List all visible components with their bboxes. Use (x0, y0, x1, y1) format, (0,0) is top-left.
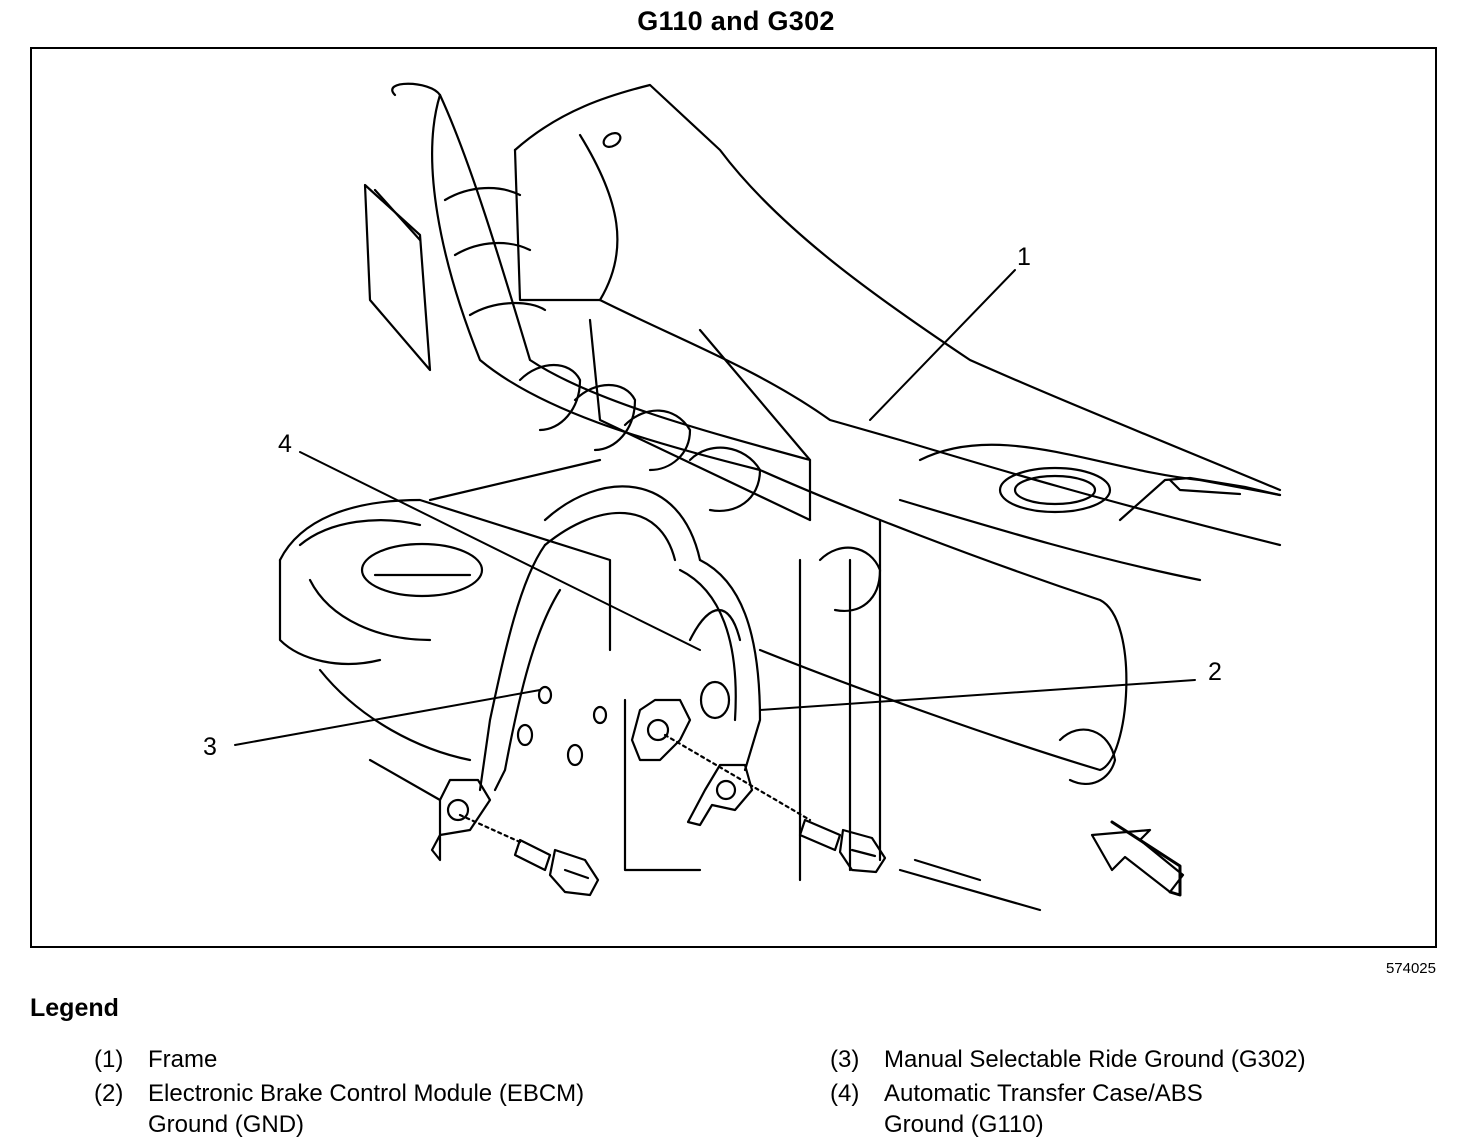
ground-strap-right (630, 558, 762, 827)
legend-number: (2) (94, 1080, 124, 1107)
diagram-figure: 1 2 3 4 (30, 47, 1437, 948)
diagram-title: G110 and G302 (637, 6, 835, 36)
legend-number: (3) (830, 1046, 860, 1073)
mounting-holes (516, 685, 608, 767)
bracket-plate (363, 183, 432, 372)
legend-label-continued: Ground (G110) (884, 1111, 1044, 1138)
legend-label: Manual Selectable Ride Ground (G302) (884, 1046, 1306, 1073)
callout-4: 4 (278, 430, 292, 458)
leader-lines (234, 269, 1196, 746)
legend-label: Automatic Transfer Case/ABS (884, 1080, 1203, 1107)
legend-number: (1) (94, 1046, 124, 1073)
legend-label: Frame (148, 1046, 218, 1073)
crossmember-opening (360, 542, 484, 598)
frame-hole (602, 132, 622, 148)
legend-label-continued: Ground (GND) (148, 1111, 305, 1138)
crossmember (278, 458, 882, 882)
wire-harness (391, 82, 1128, 785)
direction-arrow-icon (1090, 820, 1185, 897)
callout-1: 1 (1017, 243, 1031, 271)
legend-number: (4) (830, 1080, 860, 1107)
callout-3: 3 (203, 733, 217, 761)
ground-strap-left (430, 485, 702, 862)
callout-2: 2 (1208, 658, 1222, 686)
legend-label: Electronic Brake Control Module (EBCM) (148, 1080, 585, 1107)
legend-heading: Legend (30, 994, 119, 1022)
frame-rail (513, 83, 1282, 582)
frame-slot (998, 466, 1112, 514)
dashed-bolt-paths (368, 733, 1042, 912)
stud-hole (699, 680, 731, 720)
bolt-right (798, 818, 887, 874)
bolt-left (513, 838, 600, 897)
figure-id: 574025 (1385, 960, 1436, 977)
